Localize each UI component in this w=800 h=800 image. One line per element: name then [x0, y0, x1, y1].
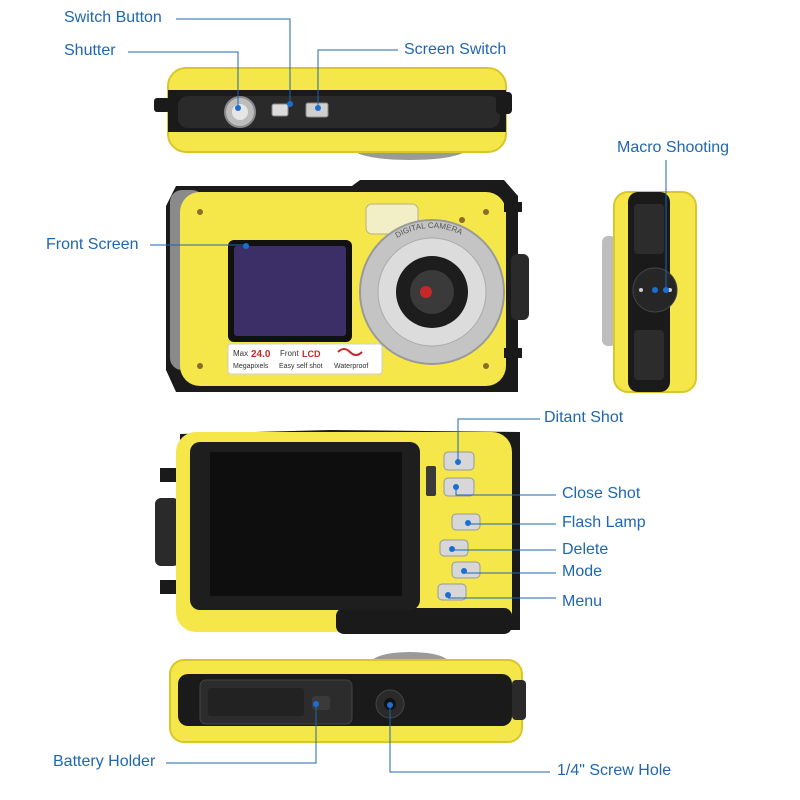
- macro-dot: [652, 287, 658, 293]
- callout-battery-holder: Battery Holder: [53, 753, 156, 770]
- side-lens-edge: [602, 236, 616, 346]
- dot-close-shot: [453, 484, 459, 490]
- dot-battery-holder: [313, 701, 319, 707]
- screw-tr: [483, 209, 489, 215]
- label-easy-self-shot: Easy self shot: [279, 363, 323, 370]
- feature-label: [227, 343, 383, 375]
- dot-macro-shooting: [663, 287, 669, 293]
- dot-mode: [461, 568, 467, 574]
- camera-back-view: [155, 430, 520, 634]
- callout-shutter: Shutter: [64, 42, 116, 59]
- callout-delete: Delete: [562, 541, 609, 558]
- callout-menu: Menu: [562, 593, 603, 610]
- side-grip-upper: [634, 204, 664, 254]
- strap-lug-left: [154, 98, 170, 112]
- callout-front-screen: Front Screen: [46, 236, 139, 253]
- label-waterproof: Waterproof: [334, 363, 368, 370]
- front-indicator: [459, 217, 465, 223]
- leader-lines: [128, 18, 667, 773]
- dot-flash-lamp: [465, 520, 471, 526]
- dot-delete: [449, 546, 455, 552]
- back-lug-top: [160, 468, 176, 482]
- screw-bl: [197, 363, 203, 369]
- callout-screen-switch: Screen Switch: [404, 41, 507, 58]
- battery-door-panel: [208, 688, 304, 716]
- label-max: Max: [233, 349, 248, 358]
- camera-bottom-view: [169, 652, 526, 743]
- screw-br: [483, 363, 489, 369]
- dot-shutter: [235, 105, 241, 111]
- switch-button[interactable]: [271, 103, 289, 117]
- back-bottom-rubber: [336, 608, 512, 634]
- camera-top-view: [154, 67, 512, 160]
- back-lug-bottom: [160, 580, 176, 594]
- status-leds: [426, 466, 436, 496]
- callout-mode: Mode: [562, 563, 603, 580]
- back-screen: [210, 452, 402, 596]
- dot-screw-hole: [387, 702, 393, 708]
- callout-switch-button: Switch Button: [64, 9, 162, 26]
- leader-distant-shot: [457, 418, 540, 461]
- leader-screw-hole: [389, 706, 550, 773]
- screw-tl: [197, 209, 203, 215]
- dot-front-screen: [243, 243, 249, 249]
- callout-macro-shooting: Macro Shooting: [617, 139, 730, 156]
- dot-menu: [445, 592, 451, 598]
- leader-switch-button: [176, 18, 291, 103]
- label-lcd: LCD: [302, 349, 321, 359]
- strap-lug-right: [496, 92, 512, 114]
- label-front: Front: [280, 349, 299, 358]
- callout-dots: [235, 101, 669, 708]
- leader-shutter: [128, 51, 239, 106]
- waterproof-wave-icon: [337, 348, 363, 356]
- callout-flash-lamp: Flash Lamp: [562, 514, 646, 531]
- front-screen: [234, 246, 346, 336]
- dot-distant-shot: [455, 459, 461, 465]
- macro-mark-left: [639, 288, 643, 292]
- front-lug-top: [504, 202, 522, 212]
- macro-mark-right: [668, 288, 672, 292]
- label-megapixels: Megapixels: [233, 363, 269, 370]
- top-grip: [178, 96, 500, 128]
- callout-close-shot: Close Shot: [562, 485, 641, 502]
- leader-screen-switch: [317, 49, 398, 106]
- callout-screw-hole: 1/4" Screw Hole: [557, 762, 672, 779]
- bottom-dial: [512, 680, 526, 720]
- callout-distant-shot: Ditant Shot: [544, 409, 624, 426]
- leader-close-shot: [455, 488, 556, 496]
- dot-switch-button: [287, 101, 293, 107]
- front-lug-bottom: [504, 348, 522, 358]
- camera-side-view: [602, 191, 697, 393]
- dot-screen-switch: [315, 105, 321, 111]
- mode-dial-back: [155, 498, 179, 566]
- label-megapixels-value: 24.0: [251, 349, 271, 360]
- mode-dial-front: [511, 254, 529, 320]
- lens-center-dot: [420, 286, 432, 298]
- camera-front-view: DIGITAL CAMERA Max 24.0 Megapixels Front…: [166, 180, 529, 392]
- leader-battery-holder: [166, 705, 317, 764]
- side-grip-lower: [634, 330, 664, 380]
- menu-button[interactable]: [437, 583, 467, 601]
